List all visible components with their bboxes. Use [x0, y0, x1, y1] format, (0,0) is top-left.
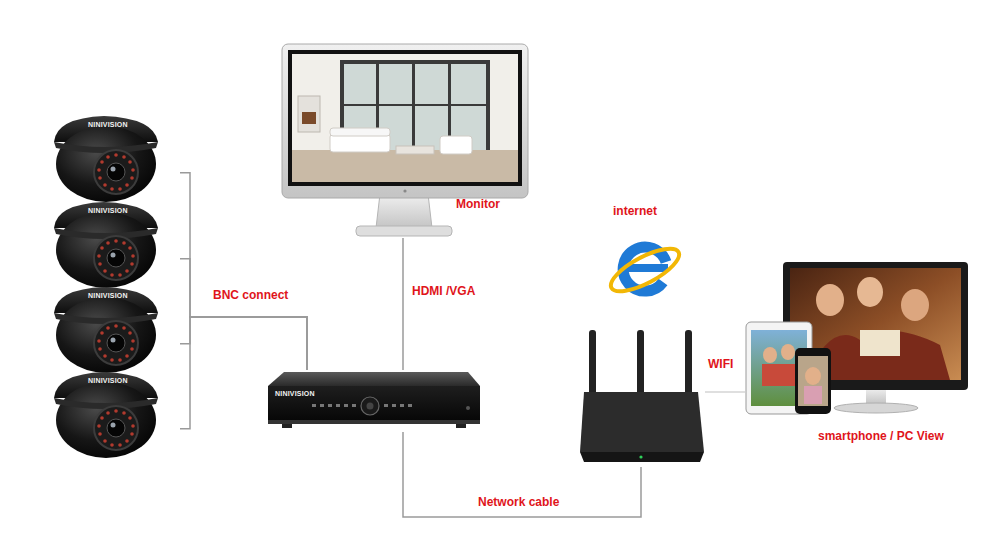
monitor-illustration-part	[330, 134, 390, 152]
cable-connector	[705, 392, 745, 393]
dvr-illustration-part-part	[384, 404, 388, 407]
dvr-illustration-part	[466, 406, 470, 410]
cable-line	[180, 317, 307, 370]
camera-illustration-part	[54, 372, 158, 458]
cable-connector	[403, 238, 404, 370]
devices-node: smartphone / PC View	[745, 260, 970, 455]
cable-line	[705, 391, 745, 393]
devices-illustration-part	[860, 330, 900, 356]
camera-illustration	[54, 116, 158, 458]
connection-label: Network cable	[478, 496, 559, 510]
internet-logo-part	[628, 264, 668, 272]
devices-illustration-part	[795, 348, 831, 414]
monitor-illustration-part	[403, 189, 406, 192]
router-node: internet	[575, 205, 705, 467]
monitor-illustration-part	[396, 146, 434, 154]
router-illustration-part	[685, 330, 692, 396]
devices-illustration-part	[834, 403, 918, 413]
internet-logo	[605, 241, 684, 300]
dvr-node: NINIVISION	[265, 370, 482, 432]
brand-text: NINIVISION	[88, 377, 128, 385]
brand-text: NINIVISION	[88, 207, 128, 215]
router-illustration-part	[580, 392, 704, 452]
dvr-illustration-part	[361, 397, 379, 415]
cable-line	[180, 317, 307, 429]
monitor-illustration-part	[292, 54, 518, 182]
monitor-illustration-part	[356, 226, 452, 236]
router-illustration-part	[637, 330, 644, 396]
camera-illustration-part	[54, 287, 158, 373]
devices-illustration-part	[901, 289, 929, 321]
monitor-illustration-part	[292, 150, 518, 182]
device-label: internet	[613, 205, 657, 219]
devices-illustration-part	[804, 386, 822, 404]
router-illustration	[580, 330, 704, 462]
internet-logo-part	[605, 241, 684, 300]
connection-label: WIFI	[708, 358, 733, 372]
cable-connector	[403, 432, 641, 517]
devices-illustration-part	[866, 388, 886, 404]
devices-illustration	[746, 262, 968, 414]
dvr-illustration-part-part	[400, 404, 404, 407]
devices-illustration-part	[816, 284, 844, 316]
devices-illustration-part	[798, 356, 828, 406]
devices-illustration-part	[857, 277, 883, 307]
monitor-illustration-part	[376, 194, 432, 228]
dvr-illustration-part	[268, 372, 480, 386]
cable-line	[402, 238, 404, 370]
brand-text: NINIVISION	[275, 390, 315, 398]
dvr-illustration-part	[456, 424, 466, 428]
connection-label: HDMI /VGA	[412, 285, 475, 299]
camera-illustration-part	[54, 202, 158, 288]
connection-label: BNC connect	[213, 289, 288, 303]
monitor-illustration-part	[288, 50, 522, 186]
camera-node: NINIVISION	[52, 112, 180, 204]
camera-node: NINIVISION	[52, 283, 180, 375]
monitor-node: Monitor	[280, 42, 530, 238]
dvr-illustration	[268, 372, 480, 428]
cable-connector	[180, 317, 307, 429]
devices-illustration-part	[763, 347, 777, 363]
brand-text: NINIVISION	[88, 121, 128, 129]
monitor-illustration-part	[282, 44, 528, 198]
dvr-illustration-part	[268, 386, 480, 422]
monitor-illustration-part	[440, 136, 472, 154]
router-illustration-part	[580, 452, 704, 462]
monitor-illustration-part	[330, 128, 390, 136]
dvr-illustration-part-part	[328, 404, 332, 407]
monitor-illustration-part	[302, 112, 316, 124]
dvr-illustration-part-part	[320, 404, 324, 407]
brand-text: NINIVISION	[88, 292, 128, 300]
dvr-illustration-part	[367, 403, 374, 410]
router-illustration-part	[639, 455, 642, 458]
monitor-illustration-part	[298, 96, 320, 132]
devices-illustration-part	[781, 344, 795, 360]
cable-line	[180, 259, 307, 370]
camera-illustration-part	[54, 116, 158, 202]
camera-node: NINIVISION	[52, 368, 180, 460]
router-illustration-part	[589, 330, 596, 396]
monitor-illustration	[282, 44, 528, 236]
devices-illustration-part	[805, 367, 821, 385]
cable-line	[180, 173, 307, 370]
device-label: Monitor	[456, 198, 500, 212]
dvr-illustration-part-part	[392, 404, 396, 407]
devices-illustration-part	[762, 364, 796, 386]
monitor-illustration-part-part	[340, 104, 490, 106]
camera-node: NINIVISION	[52, 198, 180, 290]
dvr-illustration-part-part	[344, 404, 348, 407]
dvr-illustration-part-part	[312, 404, 316, 407]
dvr-illustration-part	[282, 424, 292, 428]
dvr-illustration-part-part	[408, 404, 412, 407]
cable-line	[403, 432, 641, 517]
dvr-illustration-part-part	[336, 404, 340, 407]
cable-connector	[180, 259, 307, 370]
dvr-illustration-part-part	[352, 404, 356, 407]
cable-connector	[180, 317, 307, 370]
dvr-illustration-part	[268, 420, 480, 424]
device-label: smartphone / PC View	[818, 430, 944, 444]
cable-connector	[180, 173, 307, 370]
